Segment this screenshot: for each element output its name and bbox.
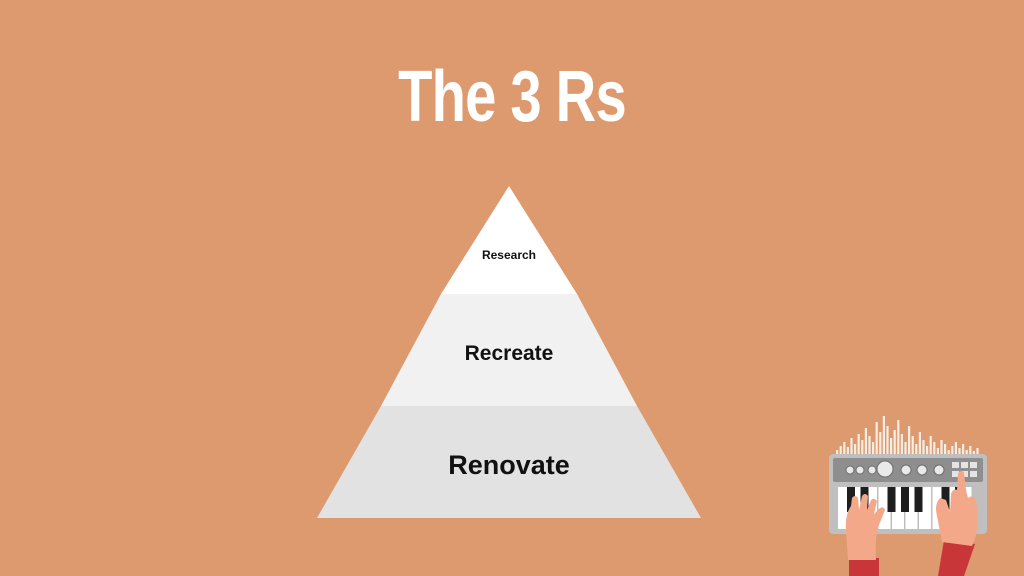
sound-wave-bar — [882, 416, 885, 472]
sound-wave-bar — [900, 434, 903, 465]
pyramid-label-renovate: Renovate — [448, 450, 570, 480]
left-hand — [845, 494, 885, 560]
sound-wave-bar — [897, 420, 900, 471]
synth-button — [952, 462, 959, 468]
black-key — [941, 487, 950, 512]
sound-wave-bar — [850, 438, 853, 464]
pyramid-tier-renovate — [317, 406, 701, 518]
synth-button — [961, 471, 968, 477]
sound-wave-bar — [926, 446, 929, 460]
sound-wave-bar — [958, 448, 961, 460]
black-key — [914, 487, 923, 512]
synth-button — [970, 462, 977, 468]
sound-wave-bar — [915, 444, 918, 461]
black-key — [847, 487, 855, 512]
synth-knob — [845, 465, 855, 475]
sound-wave-bar — [872, 442, 875, 462]
sound-wave-bar — [893, 430, 896, 467]
sound-wave-bar — [936, 448, 939, 460]
synth-knob — [933, 464, 945, 476]
pyramid-label-research: Research — [482, 248, 536, 262]
hands-icon — [845, 470, 978, 576]
sound-wave-bar — [940, 440, 943, 463]
sound-wave-bar — [904, 442, 907, 462]
sound-wave-bar — [886, 426, 889, 468]
left-sleeve — [849, 558, 879, 576]
synth-button — [952, 471, 959, 477]
synth-knob — [916, 464, 928, 476]
sound-wave-bar — [944, 444, 947, 461]
synth-knob — [855, 465, 865, 475]
synth-knob — [900, 464, 912, 476]
sound-wave-bar — [962, 444, 965, 461]
sound-wave-bar — [857, 434, 860, 465]
sound-wave-bar — [969, 446, 972, 460]
pyramid-tier-research — [441, 186, 577, 294]
sound-wave-bar — [954, 442, 957, 462]
sound-wave-bar — [976, 448, 979, 460]
pyramid-label-recreate: Recreate — [465, 342, 554, 365]
sound-wave-bar — [890, 438, 893, 464]
sound-wave-bar — [911, 436, 914, 464]
right-sleeve — [938, 540, 975, 576]
sound-wave-bar — [933, 442, 936, 462]
sound-wave-bar — [843, 442, 846, 462]
pyramid-tier-recreate — [381, 294, 637, 406]
sound-wave-bar — [868, 436, 871, 464]
synth-knob — [876, 460, 894, 478]
sound-wave-bar — [879, 432, 882, 466]
synth-button — [970, 471, 977, 477]
black-key — [901, 487, 909, 512]
sound-wave-bar — [918, 432, 921, 466]
sound-wave-bar — [839, 446, 842, 460]
black-key — [887, 487, 896, 512]
sound-wave-bar — [929, 436, 932, 464]
sound-wave-bar — [864, 428, 867, 468]
sound-wave-bar — [922, 440, 925, 463]
slide-title: The 3 Rs — [398, 57, 627, 137]
right-hand — [936, 470, 978, 546]
sound-wave-bar — [846, 447, 849, 460]
synth-button — [961, 462, 968, 468]
synth-knob — [867, 465, 877, 475]
sound-wave-bar — [951, 446, 954, 460]
sound-wave-bar — [908, 426, 911, 468]
sound-wave-bar — [854, 444, 857, 461]
sound-wave-bar — [861, 440, 864, 463]
sound-wave-bar — [875, 422, 878, 470]
